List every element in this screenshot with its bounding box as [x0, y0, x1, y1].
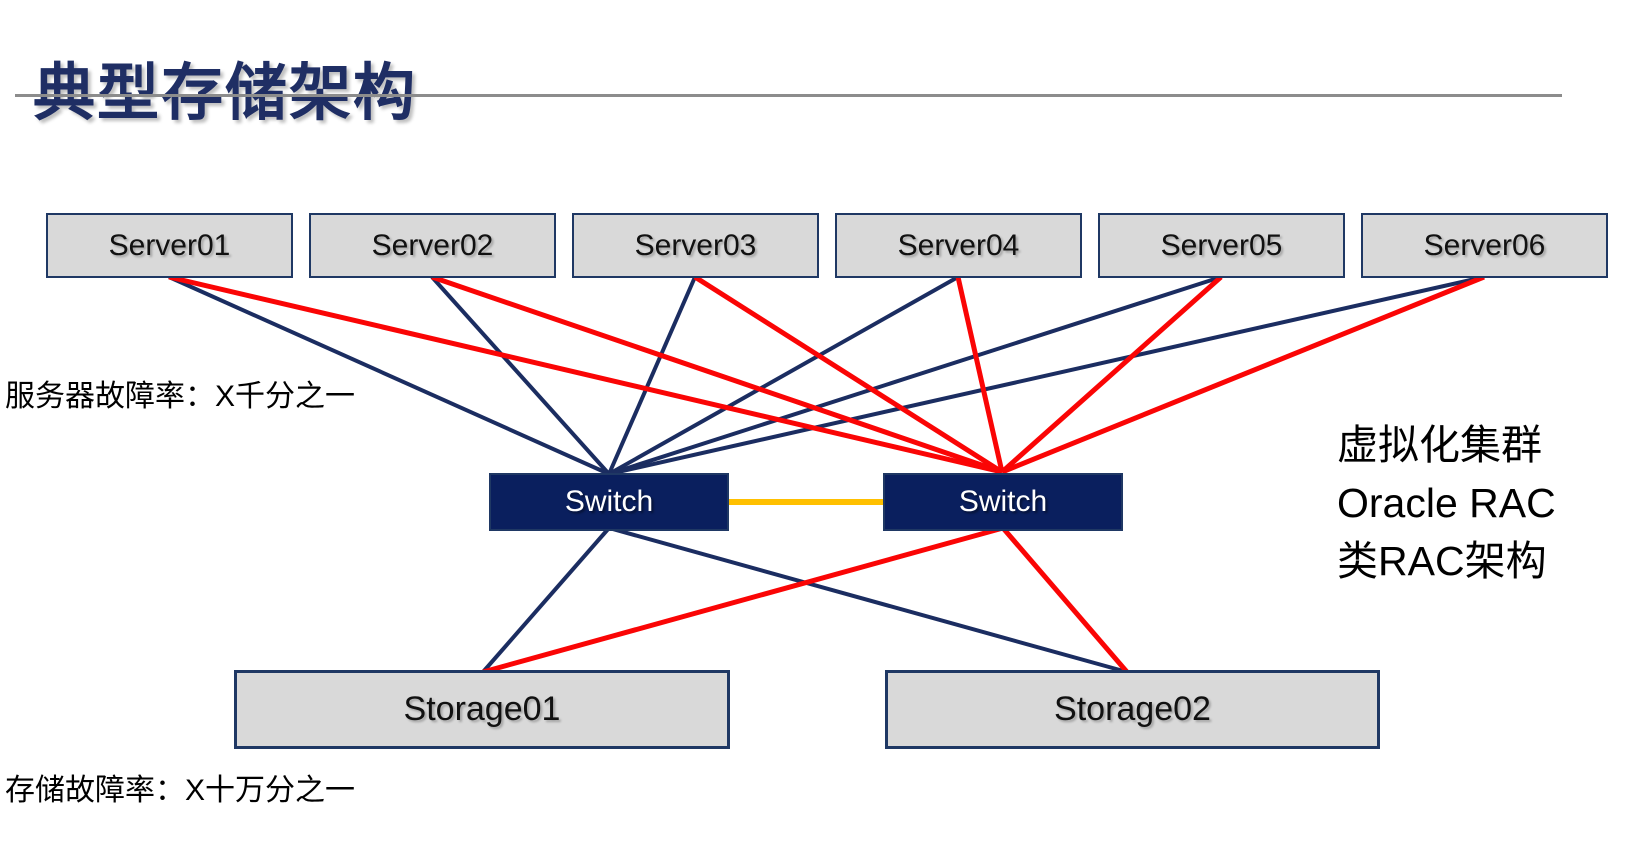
- server02-box: Server02: [309, 213, 556, 278]
- switch1-label: Switch: [564, 485, 654, 518]
- server06-box: Server06: [1361, 213, 1608, 278]
- storage01-box: Storage01: [234, 670, 730, 749]
- storage02-label: Storage02: [1054, 690, 1211, 728]
- switch2-box: Switch: [883, 473, 1123, 531]
- connection-server03-bottom-to-switch2-top: [693, 274, 1004, 475]
- cluster-architecture-note: 虚拟化集群 Oracle RAC 类RAC架构: [1337, 416, 1556, 590]
- switch1-box: Switch: [489, 473, 729, 531]
- storage02-box: Storage02: [885, 670, 1380, 749]
- storage01-label: Storage01: [403, 690, 561, 728]
- cluster-note-line-3: 类RAC架构: [1337, 538, 1547, 584]
- storage-fault-rate-note: 存储故障率：X十万分之一: [5, 774, 356, 807]
- server-fault-rate-note: 服务器故障率：X千分之一: [5, 380, 356, 413]
- switch2-label: Switch: [958, 485, 1048, 518]
- server02-label: Server02: [371, 228, 494, 262]
- server01-box: Server01: [46, 213, 293, 278]
- connection-server03-bottom-to-switch1-top: [607, 276, 697, 475]
- connection-server04-bottom-to-switch1-top: [608, 275, 959, 476]
- cluster-note-line-2: Oracle RAC: [1337, 480, 1556, 526]
- server04-label: Server04: [897, 228, 1020, 262]
- connection-server05-bottom-to-switch1-top: [608, 275, 1222, 476]
- connection-switch2-bottom-to-storage02-top: [1001, 526, 1129, 674]
- connection-server05-bottom-to-switch2-top: [1000, 275, 1223, 474]
- page-title: 典型存储架构: [33, 58, 418, 128]
- server03-label: Server03: [634, 228, 757, 262]
- server05-box: Server05: [1098, 213, 1345, 278]
- connection-switch1-bottom-to-storage02-top: [608, 526, 1128, 674]
- server05-label: Server05: [1160, 228, 1283, 262]
- server06-label: Server06: [1423, 228, 1546, 262]
- server03-box: Server03: [572, 213, 819, 278]
- cluster-note-line-1: 虚拟化集群: [1337, 422, 1542, 468]
- connection-switch2-bottom-to-storage01-top: [482, 525, 1004, 675]
- connection-switch1-bottom-to-storage01-top: [481, 526, 611, 674]
- server01-label: Server01: [108, 228, 231, 262]
- title-divider: [15, 94, 1562, 97]
- server04-box: Server04: [835, 213, 1082, 278]
- connection-server02-bottom-to-switch1-top: [430, 275, 611, 476]
- connection-server02-bottom-to-switch2-top: [431, 274, 1003, 475]
- connection-server04-bottom-to-switch2-top: [955, 276, 1005, 473]
